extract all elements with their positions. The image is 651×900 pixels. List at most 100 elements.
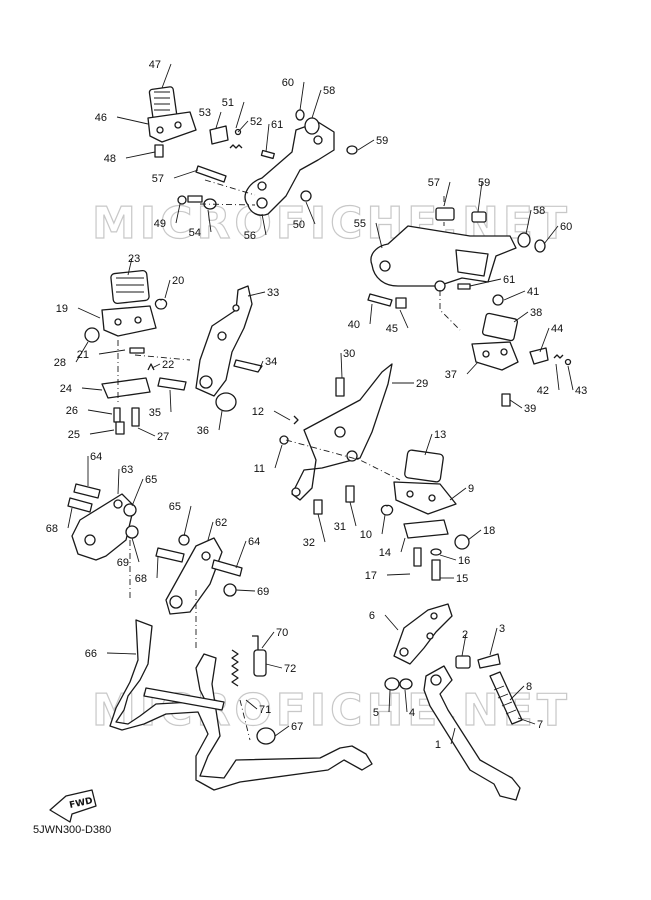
main-stand-bracket-group	[67, 483, 243, 650]
callout-70: 70	[276, 627, 288, 639]
leader-line-16	[439, 554, 457, 561]
leader-line-51	[235, 101, 245, 129]
callout-59: 59	[376, 135, 388, 147]
leader-line-60	[299, 81, 305, 111]
callout-69: 69	[257, 586, 269, 598]
callout-45: 45	[386, 323, 398, 335]
forward-direction-arrow: FWD	[49, 789, 97, 823]
callout-57: 57	[428, 177, 440, 189]
callout-22: 22	[162, 359, 174, 371]
leader-line-69	[235, 589, 256, 592]
side-stand-group	[384, 603, 523, 801]
callout-27: 27	[157, 431, 169, 443]
callout-57: 57	[152, 173, 164, 185]
callout-17: 17	[365, 570, 377, 582]
callout-66: 66	[85, 648, 97, 660]
leader-line-20	[164, 279, 171, 299]
callout-58: 58	[323, 85, 335, 97]
callout-25: 25	[68, 429, 80, 441]
callout-13: 13	[434, 429, 446, 441]
callout-68: 68	[46, 523, 58, 535]
callout-32: 32	[303, 537, 315, 549]
callout-40: 40	[348, 319, 360, 331]
callout-15: 15	[456, 573, 468, 585]
leader-line-68	[67, 507, 73, 529]
leader-line-57	[443, 181, 451, 207]
callout-31: 31	[334, 521, 346, 533]
callout-26: 26	[66, 405, 78, 417]
callout-35: 35	[149, 407, 161, 419]
leader-line-52	[237, 120, 249, 133]
callout-6: 6	[369, 610, 375, 622]
leader-line-59	[357, 139, 375, 151]
leader-line-3	[489, 627, 498, 656]
fwd-label: FWD	[69, 796, 94, 811]
leader-line-36	[218, 410, 223, 431]
callout-3: 3	[499, 623, 505, 635]
rear-right-footrest-group	[367, 196, 572, 407]
callout-46: 46	[95, 112, 107, 124]
leader-line-67	[274, 725, 290, 737]
callout-2: 2	[462, 629, 468, 641]
callout-7: 7	[537, 719, 543, 731]
leader-line-43	[567, 365, 574, 391]
callout-48: 48	[104, 153, 116, 165]
leader-line-58	[311, 89, 322, 119]
leader-line-27	[137, 427, 156, 437]
callout-21: 21	[77, 349, 89, 361]
callout-39: 39	[524, 403, 536, 415]
callout-5: 5	[373, 707, 379, 719]
leader-line-44	[539, 327, 550, 353]
callout-30: 30	[343, 348, 355, 360]
leader-line-70	[261, 631, 275, 649]
leader-line-61	[469, 278, 502, 287]
callout-53: 53	[199, 107, 211, 119]
leader-line-23	[127, 257, 133, 276]
leader-line-14	[400, 537, 406, 553]
callout-52: 52	[250, 116, 262, 128]
leader-line-1	[450, 727, 456, 745]
callout-14: 14	[379, 547, 391, 559]
callout-16: 16	[458, 555, 470, 567]
leader-line-4	[404, 689, 408, 713]
callout-72: 72	[284, 663, 296, 675]
leader-line-7	[517, 717, 536, 725]
main-stand-group	[109, 619, 373, 791]
leader-line-60	[543, 225, 559, 245]
callout-24: 24	[60, 383, 72, 395]
leader-line-72	[265, 663, 283, 669]
leader-line-31	[349, 501, 357, 527]
callout-1: 1	[435, 739, 441, 751]
callout-37: 37	[445, 369, 457, 381]
leader-line-56	[261, 213, 267, 236]
callout-60: 60	[282, 77, 294, 89]
callout-11: 11	[254, 463, 265, 475]
rear-left-footrest-group	[147, 86, 358, 216]
callout-51: 51	[222, 97, 234, 109]
callout-63: 63	[121, 464, 133, 476]
callout-64: 64	[90, 451, 102, 463]
callout-38: 38	[530, 307, 542, 319]
leader-line-32	[317, 513, 326, 543]
callout-44: 44	[551, 323, 563, 335]
leader-line-59	[477, 181, 483, 213]
callout-18: 18	[483, 525, 495, 537]
callout-58: 58	[533, 205, 545, 217]
leader-line-63	[117, 468, 120, 495]
callout-47: 47	[149, 59, 161, 71]
callout-42: 42	[537, 385, 549, 397]
callout-29: 29	[416, 378, 428, 390]
callout-67: 67	[291, 721, 303, 733]
callout-61: 61	[503, 274, 515, 286]
callout-62: 62	[215, 517, 227, 529]
callout-59: 59	[478, 177, 490, 189]
leader-line-21	[98, 349, 126, 355]
callout-20: 20	[172, 275, 184, 287]
callout-68: 68	[135, 573, 147, 585]
callout-64: 64	[248, 536, 260, 548]
callout-49: 49	[154, 218, 166, 230]
leader-line-41	[503, 290, 526, 301]
leader-line-71	[245, 699, 258, 710]
leader-line-18	[467, 529, 482, 541]
